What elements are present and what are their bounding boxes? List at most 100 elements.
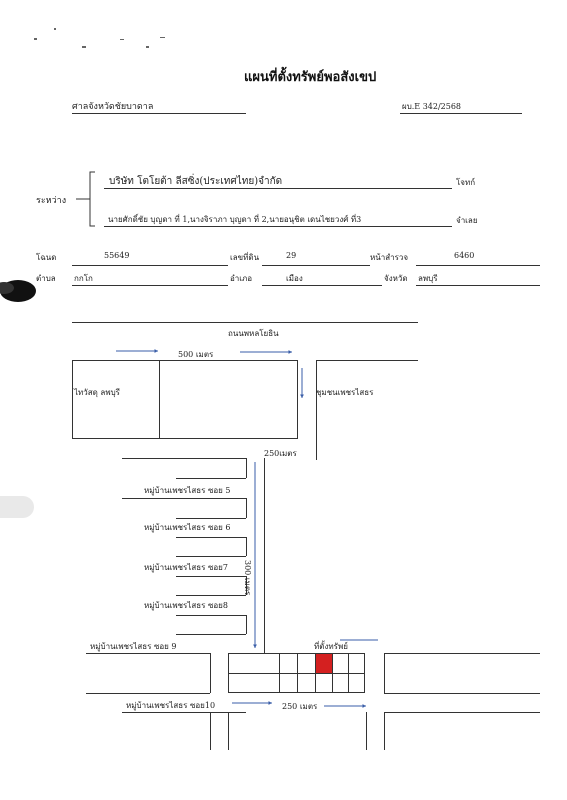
land-number: 29 bbox=[286, 251, 297, 260]
deed-label: โฉนด bbox=[36, 253, 57, 262]
road-edge bbox=[384, 653, 540, 654]
road-edge bbox=[228, 712, 229, 750]
soi-edge bbox=[176, 478, 246, 479]
distance-250-vertical: 250เมตร bbox=[264, 449, 297, 458]
underline bbox=[416, 265, 540, 266]
building-divider bbox=[159, 360, 160, 439]
soi-7-label: หมู่บ้านเพชรไสธร ซอย7 bbox=[144, 563, 228, 572]
soi-edge bbox=[246, 615, 247, 634]
road-edge bbox=[122, 458, 246, 459]
underline bbox=[72, 113, 246, 114]
survey-page-number: 6460 bbox=[454, 251, 475, 260]
ink-blot bbox=[0, 282, 14, 294]
subdistrict-value: กกโก bbox=[74, 274, 93, 283]
plaintiff-name: บริษัท โตโยต้า ลีสซิ่ง(ประเทศไทย)จำกัด bbox=[109, 176, 283, 187]
court-name: ศาลจังหวัดชัยบาดาล bbox=[72, 102, 154, 112]
soi-edge bbox=[176, 634, 246, 635]
building-block bbox=[72, 360, 298, 439]
distance-250-bottom: 250 เมตร bbox=[282, 702, 318, 711]
soi-edge bbox=[176, 518, 246, 519]
road-edge bbox=[384, 653, 385, 693]
underline bbox=[104, 188, 452, 189]
soi-edge bbox=[86, 693, 210, 694]
arrowhead bbox=[362, 704, 366, 708]
arrowhead bbox=[288, 350, 292, 354]
soi-8-label: หมู่บ้านเพชรไสธร ซอย8 bbox=[144, 601, 228, 610]
scan-speck bbox=[54, 28, 56, 30]
deed-number: 55649 bbox=[104, 251, 130, 260]
underline bbox=[400, 113, 522, 114]
soi-edge bbox=[86, 653, 210, 654]
soi-edge bbox=[176, 615, 246, 616]
arrowhead bbox=[253, 644, 257, 648]
soi-edge bbox=[246, 576, 247, 595]
road-edge bbox=[316, 360, 317, 460]
community-label: ชุมชนเพชรไสธร bbox=[316, 388, 374, 397]
soi-edge bbox=[246, 498, 247, 518]
arrowhead bbox=[300, 394, 304, 398]
underline bbox=[104, 226, 452, 227]
scan-speck bbox=[82, 46, 86, 48]
road-edge bbox=[210, 712, 211, 750]
underline bbox=[262, 265, 370, 266]
grid-line bbox=[315, 653, 316, 693]
case-number: ผบ.E 342/2568 bbox=[402, 102, 462, 111]
scan-speck bbox=[146, 46, 149, 48]
soi-9-label: หมู่บ้านเพชรไสธร ซอย 9 bbox=[90, 642, 177, 651]
district-value: เมือง bbox=[286, 274, 303, 283]
road-edge bbox=[246, 458, 247, 478]
soi-edge bbox=[246, 537, 247, 556]
province-value: ลพบุรี bbox=[418, 274, 438, 283]
scan-speck bbox=[160, 37, 165, 38]
underline bbox=[72, 265, 228, 266]
road-edge bbox=[316, 360, 418, 361]
scan-smudge bbox=[0, 496, 34, 518]
grid-line bbox=[332, 653, 333, 693]
road-edge bbox=[366, 712, 367, 750]
scan-speck bbox=[34, 38, 37, 40]
soi-10-label: หมู่บ้านเพชรไสธร ซอย10 bbox=[126, 701, 216, 710]
road-edge bbox=[264, 458, 265, 654]
soi-edge bbox=[176, 556, 246, 557]
grid-line bbox=[297, 653, 298, 693]
underline bbox=[416, 285, 540, 286]
grid-line bbox=[228, 673, 365, 674]
land-no-label: เลขที่ดิน bbox=[230, 253, 260, 262]
landmark-label: ไทวัสดุ ลพบุรี bbox=[74, 388, 120, 397]
road-edge bbox=[316, 440, 317, 460]
property-label: ที่ตั้งทรัพย์ bbox=[314, 642, 348, 651]
survey-page-label: หน้าสำรวจ bbox=[370, 253, 409, 262]
soi-edge bbox=[176, 537, 246, 538]
road-edge bbox=[122, 712, 246, 713]
underline bbox=[262, 285, 382, 286]
grid-line bbox=[348, 653, 349, 693]
plaintiff-role: โจทก์ bbox=[456, 178, 476, 187]
province-label: จังหวัด bbox=[384, 274, 408, 283]
grid-line bbox=[279, 653, 280, 693]
soi-edge bbox=[122, 498, 246, 499]
soi-edge bbox=[176, 595, 246, 596]
defendant-role: จำเลย bbox=[456, 216, 478, 225]
defendant-names: นายศักดิ์ชัย บุญดา ที่ 1,นางจิราภา บุญดา… bbox=[108, 215, 362, 224]
underline bbox=[72, 285, 228, 286]
road-edge bbox=[384, 693, 540, 694]
subdistrict-label: ตำบล bbox=[36, 274, 56, 283]
road-name: ถนนพหลโยธิน bbox=[228, 329, 279, 338]
between-label: ระหว่าง bbox=[36, 196, 67, 206]
district-label: อำเภอ bbox=[230, 274, 253, 283]
road-edge bbox=[384, 712, 540, 713]
soi-edge bbox=[210, 653, 211, 693]
road-line bbox=[72, 322, 418, 323]
page-title: แผนที่ตั้งทรัพย์พอสังเขป bbox=[244, 70, 377, 85]
soi-5-label: หมู่บ้านเพชรไสธร ซอย 5 bbox=[144, 486, 231, 495]
property-marker bbox=[316, 654, 332, 673]
arrowhead bbox=[268, 701, 272, 705]
scan-speck bbox=[120, 39, 124, 40]
road-edge bbox=[384, 712, 385, 750]
distance-top: 500 เมตร bbox=[178, 350, 214, 359]
arrowhead bbox=[154, 349, 158, 353]
soi-6-label: หมู่บ้านเพชรไสธร ซอย 6 bbox=[144, 523, 231, 532]
